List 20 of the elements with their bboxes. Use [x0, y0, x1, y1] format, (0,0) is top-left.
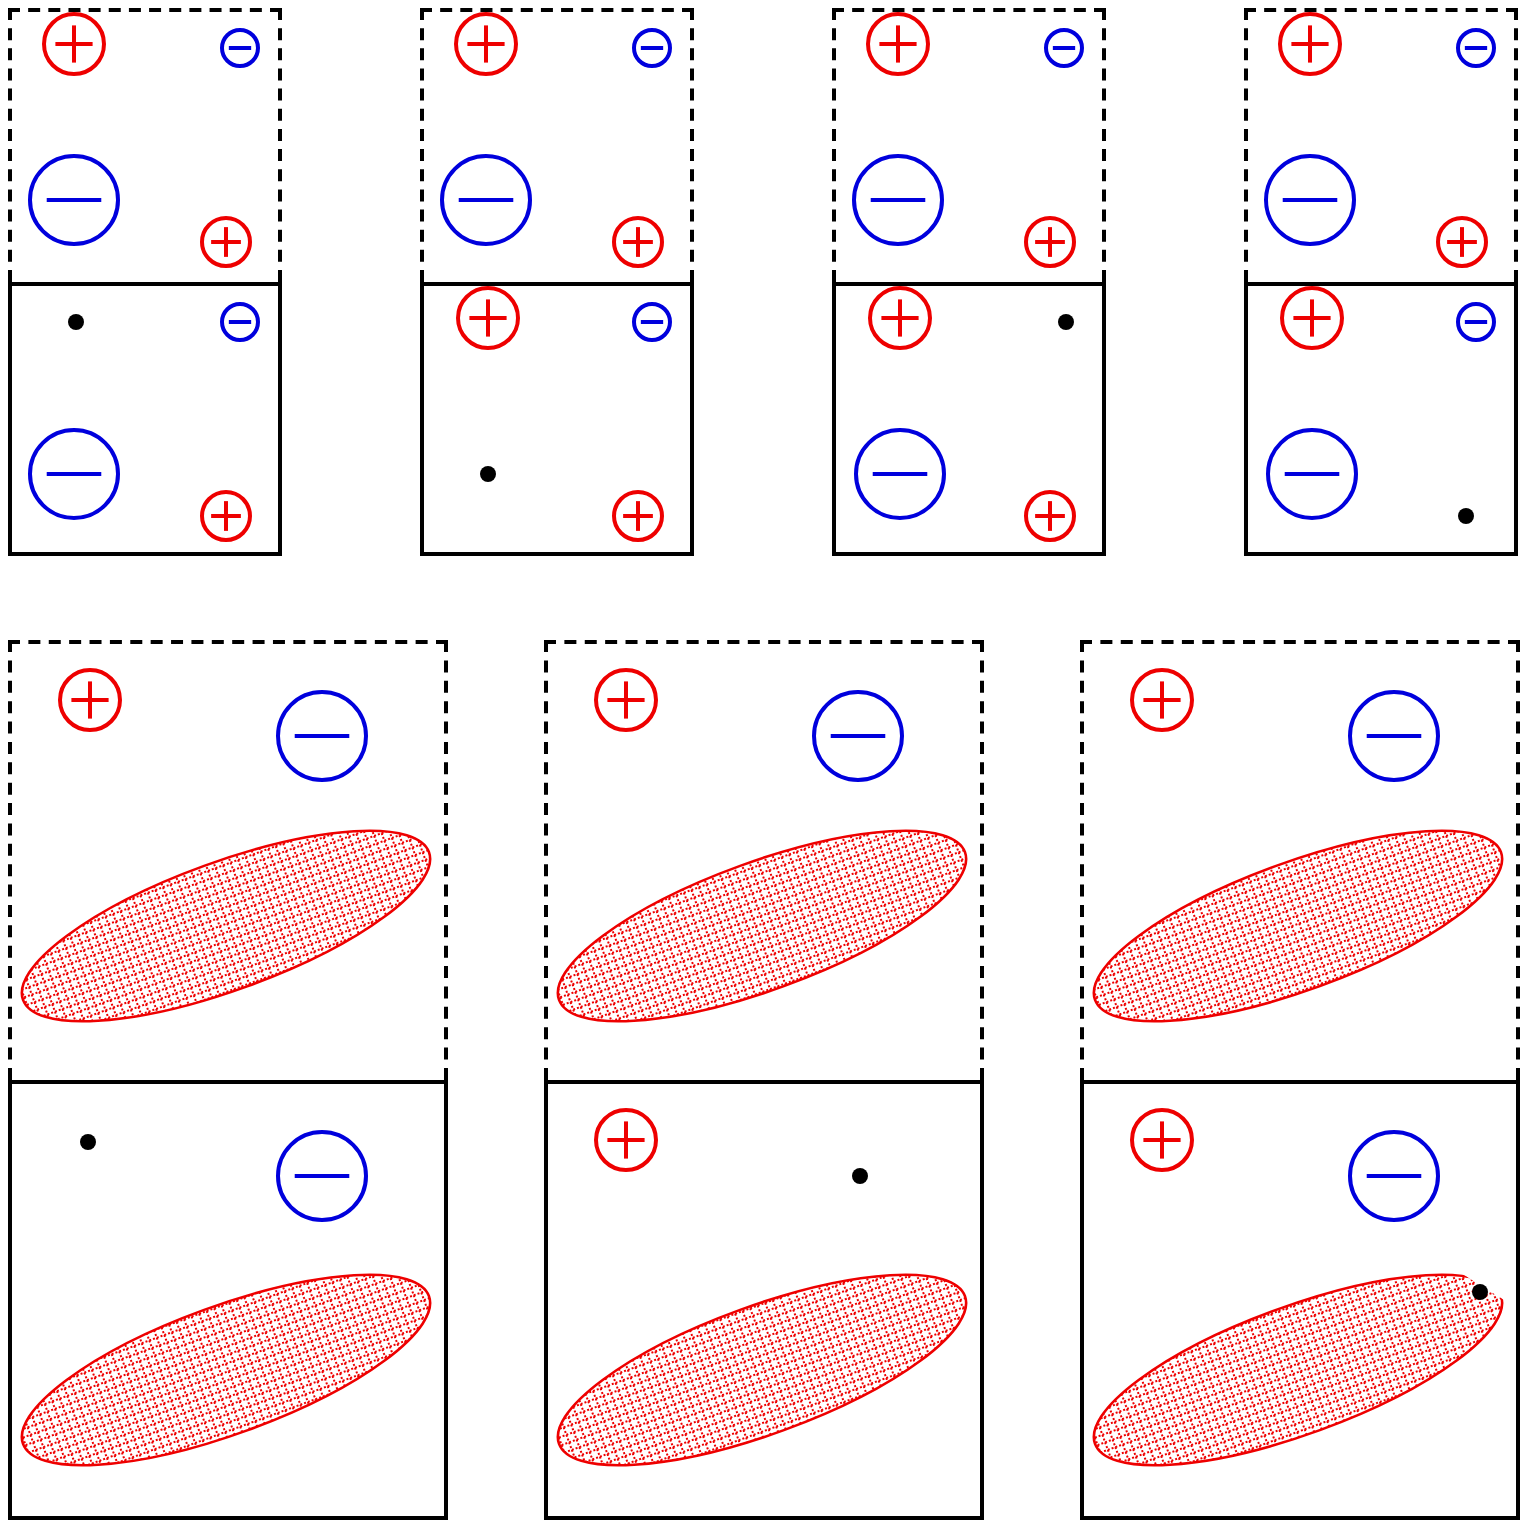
solid-box: [8, 1080, 448, 1520]
dashed-box: [8, 8, 282, 282]
dotted-ellipse: [20, 1273, 432, 1467]
dashed-box: [8, 640, 448, 1080]
dashed-box: [1080, 640, 1520, 1080]
dotted-ellipse: [556, 829, 968, 1023]
dotted-ellipse: [20, 829, 432, 1023]
dashed-box: [832, 8, 1106, 282]
solid-box: [544, 1080, 984, 1520]
dashed-box: [1244, 8, 1518, 282]
solid-box: [832, 282, 1106, 556]
dotted-ellipse: [1092, 829, 1504, 1023]
solid-box: [8, 282, 282, 556]
solid-box: [420, 282, 694, 556]
dotted-ellipse: [556, 1273, 968, 1467]
solid-box: [1244, 282, 1518, 556]
dashed-box: [420, 8, 694, 282]
dashed-box: [544, 640, 984, 1080]
dotted-ellipse: [1092, 1273, 1504, 1467]
solid-box: [1080, 1080, 1520, 1520]
